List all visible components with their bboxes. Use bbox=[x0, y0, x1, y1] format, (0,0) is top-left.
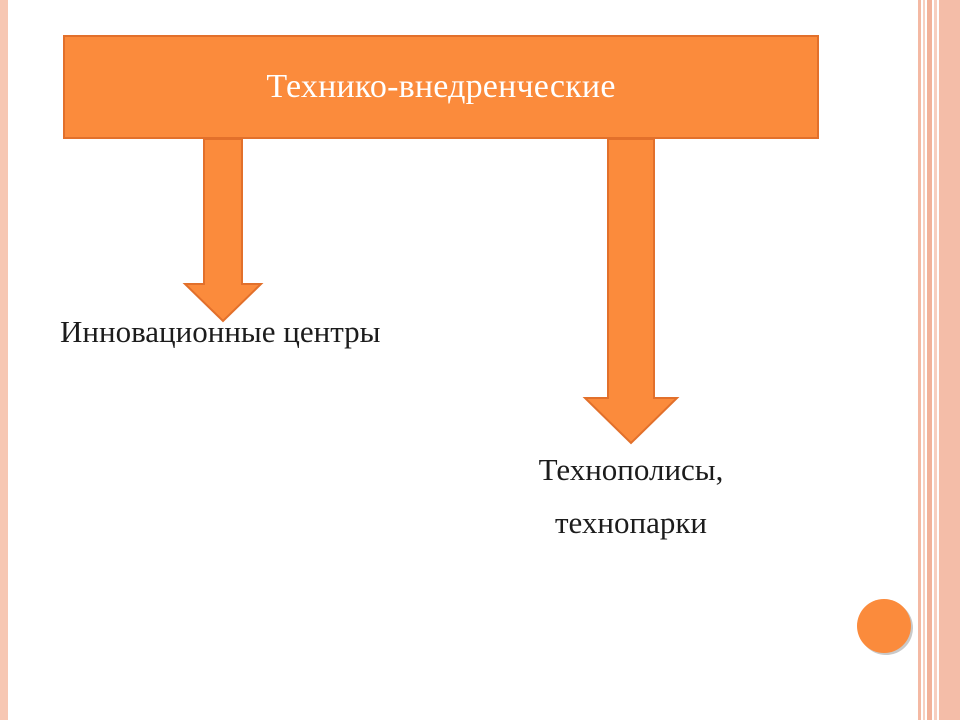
right-down-arrow bbox=[582, 138, 680, 445]
slide-left-border bbox=[0, 0, 8, 720]
top-category-label: Технико-внедренческие bbox=[266, 68, 616, 105]
innovation-centers-label: Инновационные центры bbox=[60, 314, 381, 349]
technoparks-label: технопарки bbox=[555, 505, 707, 540]
top-category-box: Технико-внедренческие bbox=[63, 35, 819, 139]
decorative-circle bbox=[857, 599, 913, 655]
left-down-arrow bbox=[182, 138, 264, 323]
technopolises-label: Технополисы, bbox=[538, 452, 724, 487]
slide-right-border bbox=[918, 0, 960, 720]
